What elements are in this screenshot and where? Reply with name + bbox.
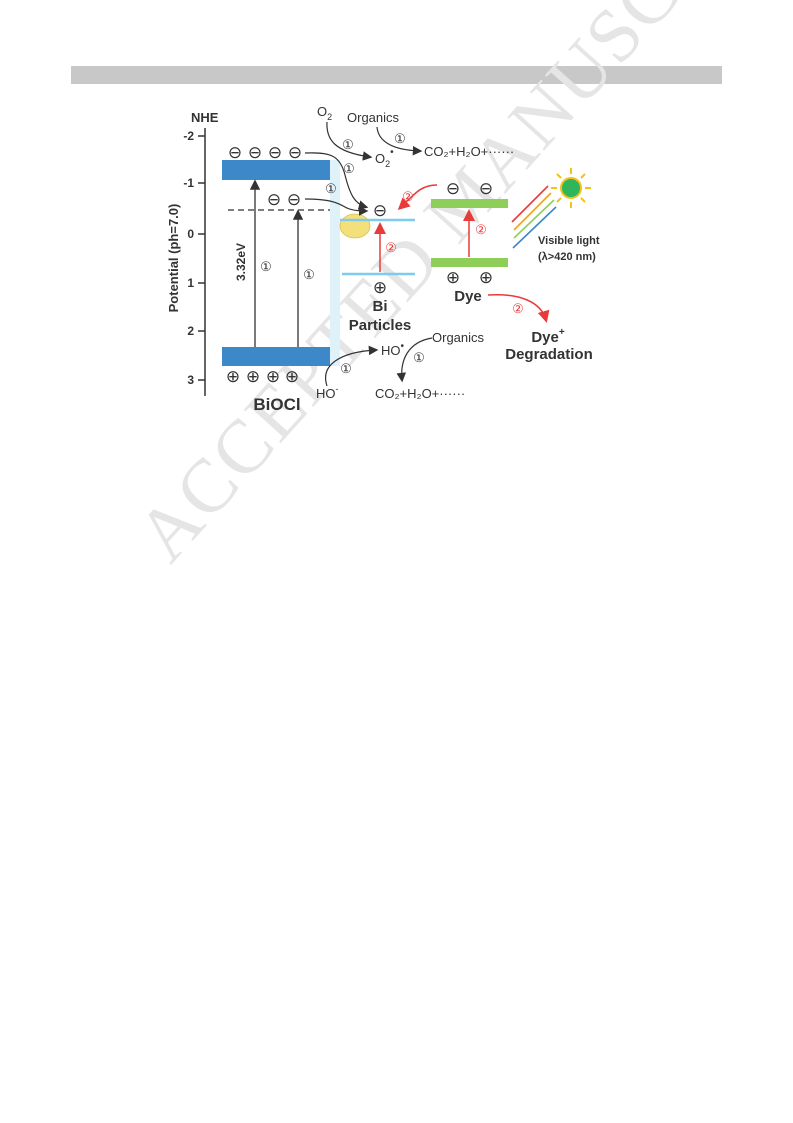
hole: ⊕: [246, 367, 260, 386]
dye-lumo-band: [431, 199, 508, 208]
organics-top-label: Organics: [347, 110, 400, 125]
cb-transfer-arrow: [304, 152, 369, 210]
o2-radical-label: O2•: [375, 147, 394, 169]
bi-label-line2: Particles: [349, 317, 412, 334]
hole: ⊕: [479, 268, 493, 287]
electron: ⊖: [267, 190, 281, 209]
ho-radical-label: HO•: [381, 341, 405, 358]
step2-marker: ②: [402, 189, 414, 204]
co2-top-label: CO₂+H₂O+······: [424, 144, 514, 159]
bi-label-line1: Bi: [373, 298, 388, 315]
step1-marker: ①: [394, 131, 406, 146]
visible-light-label: Visible light: [538, 235, 600, 247]
hole: ⊕: [446, 268, 460, 287]
step1-marker: ①: [325, 181, 337, 196]
step2-marker: ②: [475, 222, 487, 237]
step2-marker: ②: [385, 240, 397, 255]
electron: ⊖: [248, 143, 262, 162]
axis-title: NHE: [191, 110, 219, 125]
bi-particle: [339, 213, 371, 239]
hole: ⊕: [373, 278, 387, 297]
tick-label-3: 3: [187, 373, 194, 387]
biocl-label: BiOCl: [253, 395, 300, 414]
tick-label-2: 2: [187, 324, 194, 338]
hole: ⊕: [266, 367, 280, 386]
tick-label-neg2: -2: [183, 129, 194, 143]
step1-marker: ①: [340, 361, 352, 376]
tick-label-neg1: -1: [183, 176, 194, 190]
organics-oxidation-arrow-top: [376, 126, 423, 156]
organics-bottom-label: Organics: [432, 330, 485, 345]
co2-bottom-label: CO₂+H₂O+······: [375, 386, 465, 401]
dye-label: Dye: [454, 288, 482, 305]
electron: ⊖: [228, 143, 242, 162]
dye-homo-band: [431, 258, 508, 267]
wavelength-label: (λ>420 nm): [538, 251, 596, 263]
light-ray-orange-icon: [513, 192, 552, 231]
header-bar: [71, 66, 722, 84]
electron: ⊖: [288, 143, 302, 162]
hole: ⊕: [226, 367, 240, 386]
electron: ⊖: [446, 179, 460, 198]
o2-label: O2: [317, 104, 332, 122]
defect-transfer-arrow: [304, 198, 369, 216]
tick-label-0: 0: [187, 227, 194, 241]
electron: ⊖: [268, 143, 282, 162]
dye-injection-arrow: [397, 184, 438, 211]
step1-marker: ①: [303, 267, 315, 282]
band-gap-label: 3.32eV: [234, 243, 248, 281]
step1-marker: ①: [343, 161, 355, 176]
tick-label-1: 1: [187, 276, 194, 290]
interface-glow: [330, 160, 340, 366]
dye-plus-label: Dye+: [531, 327, 565, 346]
electron: ⊖: [479, 179, 493, 198]
step2-marker: ②: [512, 301, 524, 316]
light-ray-red-icon: [511, 185, 549, 223]
organics-oxidation-arrow-bottom: [396, 337, 433, 383]
electron: ⊖: [287, 190, 301, 209]
hole: ⊕: [285, 367, 299, 386]
ho-minus-label: HO-: [316, 384, 339, 401]
step1-marker: ①: [342, 137, 354, 152]
light-rays: [511, 185, 557, 249]
axis-ylabel: Potential (ph=7.0): [166, 204, 181, 313]
light-ray-green-icon: [513, 199, 555, 239]
electron: ⊖: [373, 201, 387, 220]
light-ray-blue-icon: [512, 206, 557, 249]
hydroxyl-oxidation-arrow: [325, 345, 379, 387]
biocl-conduction-band: [222, 160, 330, 180]
o2-reduction-arrow: [326, 121, 373, 161]
sun-icon: [551, 168, 591, 208]
step1-marker: ①: [260, 259, 272, 274]
step1-marker: ①: [413, 350, 425, 365]
degradation-label: Degradation: [505, 346, 593, 363]
dye-degradation-arrow: [487, 293, 550, 323]
biocl-valence-band: [222, 347, 330, 366]
